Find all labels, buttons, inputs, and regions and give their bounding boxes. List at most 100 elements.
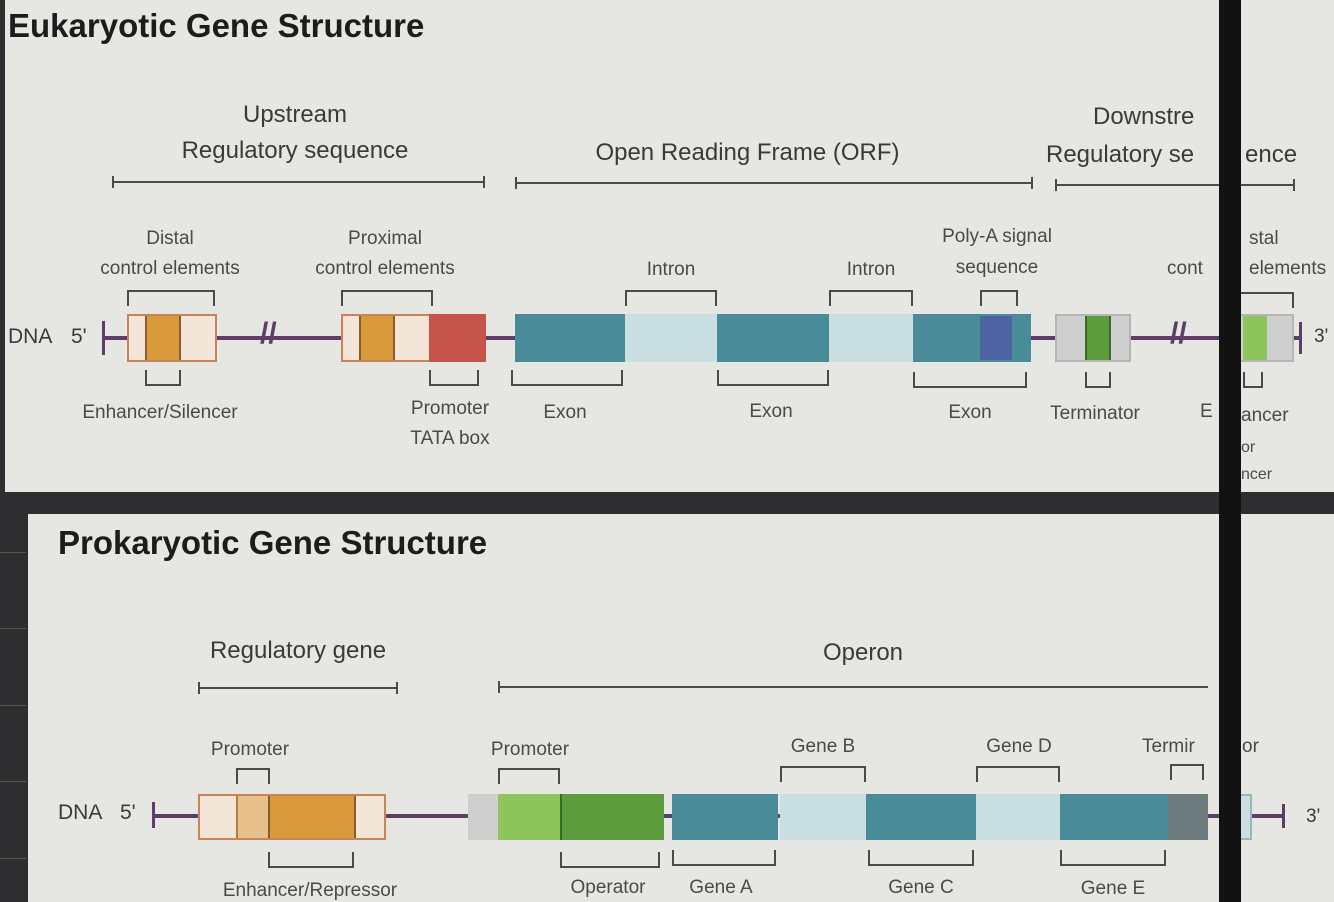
- downstream-label-line1: Downstre: [1093, 103, 1195, 130]
- five-prime-label: 5': [120, 801, 136, 824]
- dna-label: DNA: [8, 325, 53, 348]
- downstream-span-line: [1055, 184, 1295, 186]
- orf-label: Open Reading Frame (ORF): [595, 139, 900, 166]
- terminator-label-tail: or: [1242, 736, 1259, 757]
- promoter-tata-block: [429, 314, 486, 362]
- dna-label: DNA: [58, 801, 103, 824]
- tata-box-label: TATA box: [410, 428, 490, 449]
- gene-a-bracket: [672, 850, 776, 866]
- promoter-bracket: [429, 370, 479, 386]
- regulatory-gene-span-tick: [198, 682, 200, 694]
- orf-span-tick: [515, 177, 517, 189]
- orf-span-line: [515, 182, 1033, 184]
- gene-d-block: [976, 794, 1060, 840]
- prokaryotic-title: Prokaryotic Gene Structure: [58, 524, 488, 561]
- gene-a-label: Gene A: [689, 877, 753, 898]
- gene-c-block: [866, 794, 976, 840]
- exon-bracket-3: [913, 372, 1027, 388]
- intron-label-1: Intron: [646, 259, 696, 280]
- operator-block: [560, 794, 664, 840]
- prokaryotic-panel: Prokaryotic Gene Structure Regulatory ge…: [28, 514, 1334, 902]
- upstream-label-line1: Upstream: [242, 101, 348, 128]
- eukaryotic-panel: Eukaryotic Gene Structure Upstream Regul…: [5, 0, 1334, 492]
- exon-1: [515, 314, 625, 362]
- proximal-bracket: [341, 290, 433, 306]
- gene-a-block: [672, 794, 778, 840]
- exon-label-2: Exon: [749, 401, 793, 422]
- three-prime-end-cap: [1299, 322, 1302, 354]
- gene-d-bracket: [976, 766, 1060, 782]
- intron-2: [829, 314, 913, 362]
- enhancer-bracket: [145, 370, 181, 386]
- polya-signal-block: [980, 316, 1012, 360]
- regulatory-promoter-block: [236, 796, 268, 838]
- three-prime-label: 3': [1306, 806, 1321, 827]
- downstream-span-tick: [1293, 179, 1295, 191]
- promoter-label: Promoter: [410, 398, 490, 419]
- enhancer-silencer-label: Enhancer/Silencer: [82, 402, 238, 423]
- operator-bracket: [560, 852, 660, 868]
- operon-span-line: [498, 686, 1208, 688]
- exon-label-3: Exon: [948, 402, 992, 423]
- downstream-span-tick: [1055, 179, 1057, 191]
- edge-tick: [0, 858, 26, 859]
- orf-span-tick: [1031, 177, 1033, 189]
- gene-e-bracket: [1060, 850, 1166, 866]
- edge-tick: [0, 781, 26, 782]
- edge-tick: [0, 552, 26, 553]
- terminator-label: Terminator: [1050, 403, 1140, 424]
- gene-e-block: [1060, 794, 1168, 840]
- right-enhancer-label-ancer: ancer: [1241, 405, 1289, 426]
- gene-c-bracket: [868, 850, 974, 866]
- upstream-span-tick: [483, 176, 485, 188]
- edge-tick: [0, 705, 26, 706]
- terminator-block: [1168, 794, 1208, 840]
- break-mark: //: [260, 317, 277, 350]
- gene-e-label: Gene E: [1080, 878, 1146, 899]
- promoter-bracket-1: [236, 768, 270, 784]
- upstream-span-line: [112, 181, 485, 183]
- exon-bracket-2: [717, 370, 829, 386]
- terminator-bracket: [1085, 372, 1111, 388]
- operator-label: Operator: [570, 877, 646, 898]
- downstream-label-line2-tail: ence: [1245, 141, 1298, 168]
- distal-label-line1: Distal: [146, 228, 194, 249]
- polya-label-line2: sequence: [955, 257, 1039, 278]
- operon-span-tick: [498, 681, 500, 693]
- terminator-block: [1085, 316, 1111, 360]
- right-distal-label-line2a: cont: [1167, 258, 1203, 279]
- edge-tick: [0, 628, 26, 629]
- intron-1: [625, 314, 717, 362]
- gene-b-label: Gene B: [790, 736, 856, 757]
- foreground-occlusion-bar: [1219, 0, 1241, 902]
- eukaryotic-title: Eukaryotic Gene Structure: [8, 7, 425, 44]
- right-enhancer-label-or: or: [1241, 439, 1256, 456]
- gene-d-label: Gene D: [986, 736, 1052, 757]
- proximal-label-line1: Proximal: [348, 228, 422, 249]
- distal-label-line2: control elements: [100, 258, 240, 279]
- terminator-label-top: Termir: [1142, 736, 1195, 757]
- polya-bracket: [980, 290, 1018, 306]
- upstream-span-tick: [112, 176, 114, 188]
- enhancer-repressor-block: [268, 796, 356, 838]
- terminator-bracket: [1170, 764, 1204, 780]
- upstream-label-line2: Regulatory sequence: [181, 137, 409, 164]
- regulatory-gene-span-tick: [396, 682, 398, 694]
- right-distal-label-line2b: elements: [1249, 258, 1327, 279]
- promoter-bracket-2: [498, 768, 560, 784]
- polya-label-line1: Poly-A signal: [942, 226, 1052, 247]
- gene-c-label: Gene C: [888, 877, 954, 898]
- operon-leader-block: [468, 794, 498, 840]
- right-enhancer-label-ncer: ncer: [1241, 466, 1273, 483]
- exon-bracket-1: [511, 370, 623, 386]
- break-mark-2: //: [1170, 317, 1187, 350]
- five-prime-label: 5': [71, 325, 87, 348]
- three-prime-end-cap: [1282, 804, 1285, 828]
- intron-bracket-2: [829, 290, 913, 306]
- exon-2: [717, 314, 829, 362]
- promoter-label-2: Promoter: [490, 739, 570, 760]
- right-enhancer-label-e: E: [1200, 401, 1213, 422]
- enhancer-repressor-bracket: [268, 852, 354, 868]
- intron-bracket-1: [625, 290, 717, 306]
- downstream-label-line2: Regulatory se: [1046, 141, 1195, 168]
